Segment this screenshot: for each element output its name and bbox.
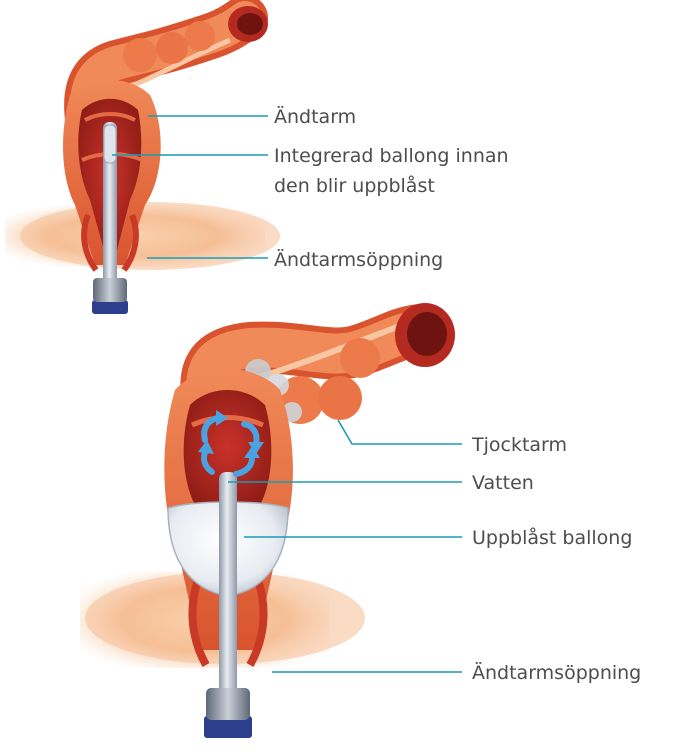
- top-tissue-blend: [20, 202, 280, 270]
- label-bottom-anus: Ändtarmsöppning: [472, 661, 641, 684]
- label-bottom-water: Vatten: [472, 472, 534, 494]
- top-illustration: [5, 6, 280, 314]
- label-top-balloon-line2: den blir uppblåst: [274, 174, 435, 197]
- leader-bottom-colon: [338, 420, 462, 444]
- label-top-balloon-line1: Integrerad ballong innan: [274, 145, 509, 167]
- label-top-anus: Ändtarmsöppning: [274, 248, 443, 271]
- label-bottom-colon: Tjocktarm: [471, 434, 567, 456]
- label-bottom-balloon: Uppblåst ballong: [472, 526, 632, 549]
- label-top-rectum: Ändtarm: [274, 105, 356, 128]
